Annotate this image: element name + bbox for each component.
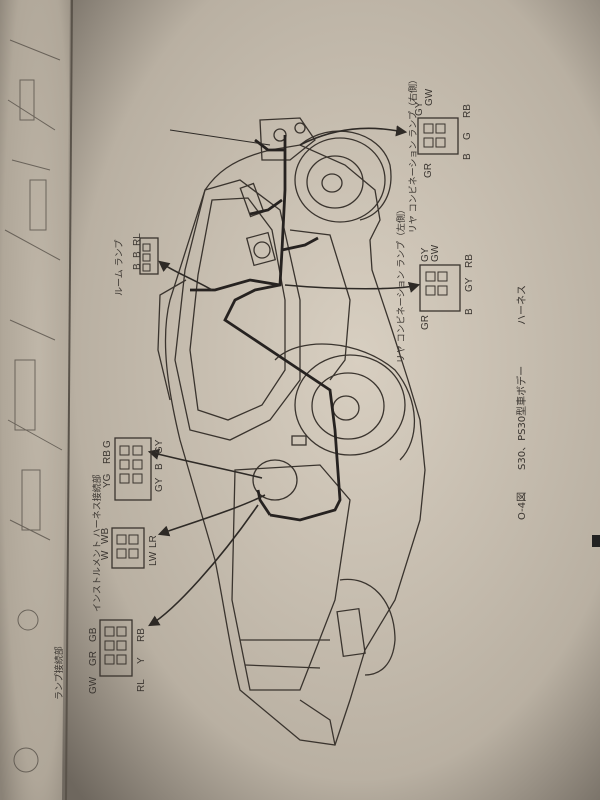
wire-code: RB — [102, 450, 113, 464]
rear-combination-lamp-right-title: リヤ コンビネーション ランプ（右側） — [407, 75, 419, 233]
wire-code: Y — [136, 657, 147, 664]
wire-code: RB — [136, 628, 147, 642]
instrument-harness-title: インストルメント ハーネス接続部 — [91, 474, 103, 612]
wire-code: GR — [423, 163, 434, 178]
wire-code: G — [462, 132, 473, 140]
wire-code: WB — [100, 528, 111, 544]
wire-code: RL — [132, 233, 143, 246]
leader-arrows — [147, 125, 421, 627]
harness-lines — [190, 135, 342, 522]
wire-code: B — [132, 251, 143, 258]
connector-3: GW GR GB RL Y RB — [88, 619, 147, 694]
wire-code: W — [100, 550, 111, 560]
connector-1: YG RB G GY B GY — [102, 437, 165, 501]
rear-combination-lamp-left-connector: リヤ コンビネーション ランプ（左側） GR GY GW B GY RB — [395, 205, 475, 363]
wire-code: GY — [414, 101, 425, 116]
caption-title: ハーネス — [516, 285, 528, 325]
wire-code: B — [154, 463, 165, 470]
connector-2: W WB LW LR — [100, 527, 159, 569]
wire-code: RB — [462, 104, 473, 118]
instrument-harness-connectors: インストルメント ハーネス接続部 YG RB G GY B GY W WB LW — [88, 437, 165, 694]
wire-code: YG — [102, 473, 113, 488]
car-body-drawing — [157, 117, 426, 746]
wire-code: B — [132, 263, 143, 270]
room-lamp-title: ルーム ランプ — [114, 240, 125, 296]
wire-code: GB — [88, 627, 99, 642]
wire-code: GY — [154, 439, 165, 454]
rear-combination-lamp-left-title: リヤ コンビネーション ランプ（左側） — [395, 205, 407, 363]
wire-code: LR — [148, 535, 159, 548]
wire-code: GR — [420, 315, 431, 330]
caption-model: S30、PS30型車ボデー — [515, 366, 528, 470]
wire-code: GW — [430, 244, 441, 262]
wire-code: GW — [424, 88, 435, 106]
wire-code: GY — [420, 247, 431, 262]
wire-code: GY — [464, 277, 475, 292]
wire-code: LW — [148, 551, 159, 566]
wire-code: B — [464, 308, 475, 315]
wire-code: GR — [88, 651, 99, 666]
figure-caption: O-4図 S30、PS30型車ボデー ハーネス — [515, 285, 528, 520]
wire-code: GW — [88, 676, 99, 694]
wire-code: B — [462, 153, 473, 160]
wire-code: RL — [136, 679, 147, 692]
rear-combination-lamp-right-connector: リヤ コンビネーション ランプ（右側） GR GY GW B G RB — [407, 75, 473, 233]
left-page: ランプ接続部 — [0, 0, 70, 800]
wire-code: RB — [464, 254, 475, 268]
wire-code: GY — [154, 477, 165, 492]
left-page-label: ランプ接続部 — [53, 646, 65, 700]
wire-code: G — [102, 440, 113, 448]
caption-figure-number: O-4図 — [516, 492, 528, 520]
room-lamp-connector: ルーム ランプ B B RL — [114, 233, 159, 296]
